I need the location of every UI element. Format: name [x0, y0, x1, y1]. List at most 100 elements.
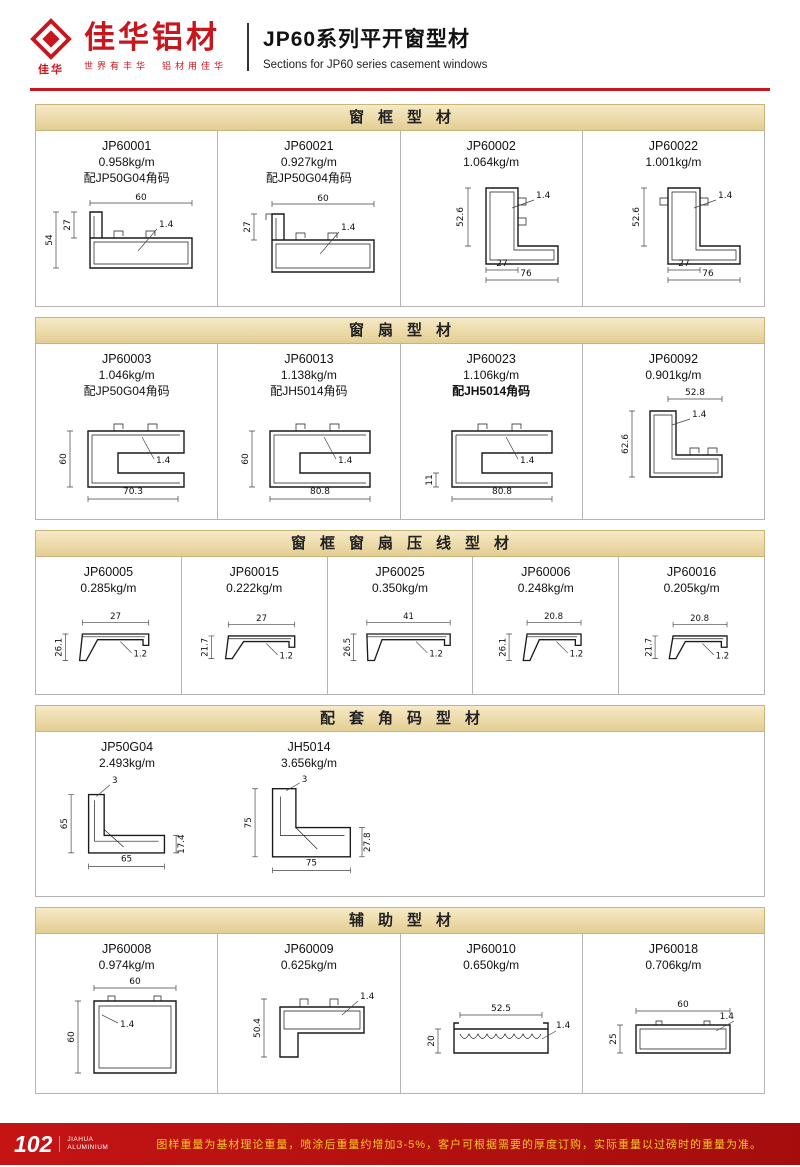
dim-line-left: [435, 1028, 442, 1054]
profile-card-jp60013: JP60013 1.138kg/m 配JH5014角码 60 80.8 1.4: [217, 344, 399, 519]
profile-card-jp60018: JP60018 0.706kg/m 60 25 1.4: [581, 934, 764, 1093]
section-header: 配套角码型材: [35, 705, 765, 732]
dim-label-wall: 1.2: [429, 650, 443, 660]
dim-line-top: [526, 619, 582, 626]
dim-label-top: 20.8: [544, 612, 563, 622]
profile-drawing: 52.6 1.4 27 76: [632, 187, 742, 283]
dim-leader-wall: [541, 1030, 557, 1040]
dim-line-left: [350, 633, 357, 661]
dim-line-total: [52, 211, 59, 269]
section-header: 窗框型材: [35, 104, 765, 131]
profile-weight: 0.901kg/m: [645, 368, 702, 382]
profile-hooks: [660, 197, 709, 206]
dim-line-top: [82, 619, 150, 626]
dim-label-left: 60: [241, 453, 251, 465]
dim-label-top: 20.8: [690, 614, 709, 624]
dim-label-top: 27: [111, 612, 122, 622]
dim-label-top: 60: [135, 193, 147, 203]
profile-weight: 0.350kg/m: [371, 581, 429, 595]
dim-label-wall: 3: [301, 775, 307, 785]
profile-outline: [271, 213, 375, 273]
dim-leader-wall: [505, 436, 519, 460]
header-rule: [30, 88, 770, 91]
profile-code: JP60008: [101, 942, 152, 956]
profile-drawing: 20.8 21.7 1.2: [644, 614, 729, 662]
dim-line-inner: [485, 267, 519, 273]
brand-tagline: 世界有丰华 铝材用佳华: [84, 61, 228, 72]
dim-label-wall: 1.4: [341, 223, 356, 233]
dim-leader-wall: [716, 1020, 735, 1032]
dim-line-left: [208, 635, 215, 659]
profile-row: JP60001 0.958kg/m 配JP50G04角码 60 27 54: [35, 131, 765, 307]
profile-drawing: 60 80.8 1.4: [241, 423, 371, 502]
profile-code: JP60010: [466, 942, 516, 956]
profile-card-jp60005: JP60005 0.285kg/m 27 26.1 1.2: [36, 557, 181, 694]
profile-weight: 0.650kg/m: [463, 958, 520, 972]
profile-drawing: 60 70.3 1.4: [59, 423, 185, 502]
profile-outline: [451, 430, 553, 488]
profile-outline: [668, 635, 728, 660]
dim-label-wall: 1.4: [120, 1020, 135, 1030]
dim-line-bottom: [269, 496, 371, 502]
dim-line-top: [636, 1008, 731, 1014]
dim-line-bottom: [87, 863, 165, 870]
dim-label-top: 52.5: [491, 1004, 511, 1014]
profile-inner: [279, 796, 344, 850]
dim-line-inner: [668, 267, 701, 273]
profile-weight: 0.706kg/m: [645, 958, 702, 972]
dim-label-wall: 1.4: [156, 456, 171, 466]
profile-note: 配JP50G04角码: [83, 384, 170, 398]
profile-outline: [87, 793, 165, 854]
dim-line-left: [248, 430, 255, 488]
profile-card-jp60001: JP60001 0.958kg/m 配JP50G04角码 60 27 54: [36, 131, 217, 306]
profile-note: 配JP50G04角码: [265, 171, 352, 185]
section-sash-profiles: 窗扇型材 JP60003 1.046kg/m 配JP50G04角码 60 70.…: [35, 317, 765, 520]
dim-label-bottom: 70.3: [123, 487, 143, 497]
profile-drawing: 11 80.8 1.4: [425, 423, 553, 502]
jiahua-logo-icon: [30, 17, 72, 60]
profile-weight: 0.625kg/m: [280, 958, 337, 972]
profile-card-jp60016: JP60016 0.205kg/m 20.8 21.7 1.2: [618, 557, 764, 694]
profile-weight: 0.222kg/m: [226, 581, 283, 595]
dim-line-top: [93, 985, 176, 991]
dim-label-bottom: 65: [120, 855, 131, 865]
profile-weight: 1.138kg/m: [280, 368, 337, 382]
profile-card-jp60003: JP60003 1.046kg/m 配JP50G04角码 60 70.3 1.4: [36, 344, 217, 519]
profile-drawing: 75 75 3 27.8: [244, 775, 372, 874]
dim-line-top: [271, 201, 375, 207]
dim-label-wall: 1.4: [556, 1021, 571, 1031]
section-header: 窗框窗扇压线型材: [35, 530, 765, 557]
profile-drawing: 50.4 1.4: [253, 992, 374, 1058]
dim-label-left: 21.7: [201, 638, 211, 657]
profile-code: JH5014: [287, 740, 331, 754]
dim-label-bottom: 75: [305, 859, 316, 869]
section-header: 辅助型材: [35, 907, 765, 934]
profile-code: JP60003: [101, 352, 152, 366]
dim-line-left: [641, 187, 648, 247]
profile-inner: [93, 216, 188, 265]
dim-line-left: [260, 998, 267, 1058]
profile-card-jp60021: JP60021 0.927kg/m 配JP50G04角码 60 27 1.4: [217, 131, 399, 306]
dim-label-wall: 1.4: [159, 220, 174, 230]
dim-label-total: 54: [45, 234, 55, 246]
dim-label-left: 26.1: [498, 638, 508, 657]
profile-note: 配JH5014角码: [270, 384, 348, 398]
profile-note: 配JH5014角码: [452, 384, 531, 398]
profile-code: JP60016: [666, 565, 717, 579]
profile-weight: 1.106kg/m: [463, 368, 520, 382]
dim-label-wall: 1.4: [720, 1012, 735, 1022]
profile-card-jh5014: JH5014 3.656kg/m 75 75 3 27.8: [218, 732, 400, 896]
profile-code: JP60018: [648, 942, 699, 956]
profile-weight: 0.927kg/m: [280, 155, 337, 169]
dim-label-top: 60: [129, 977, 141, 987]
profile-outline: [88, 211, 193, 269]
empty-cell: [582, 732, 764, 896]
profile-hooks: [299, 998, 339, 1007]
page-number: 102: [14, 1130, 53, 1157]
profile-code: JP60013: [284, 352, 334, 366]
brand-block: 佳华铝材 世界有丰华 铝材用佳华: [84, 21, 228, 73]
dim-label-left: 65: [60, 818, 70, 829]
dim-line-top: [366, 619, 451, 626]
dim-line-left: [433, 472, 440, 488]
dim-leader-wall: [341, 1000, 359, 1016]
